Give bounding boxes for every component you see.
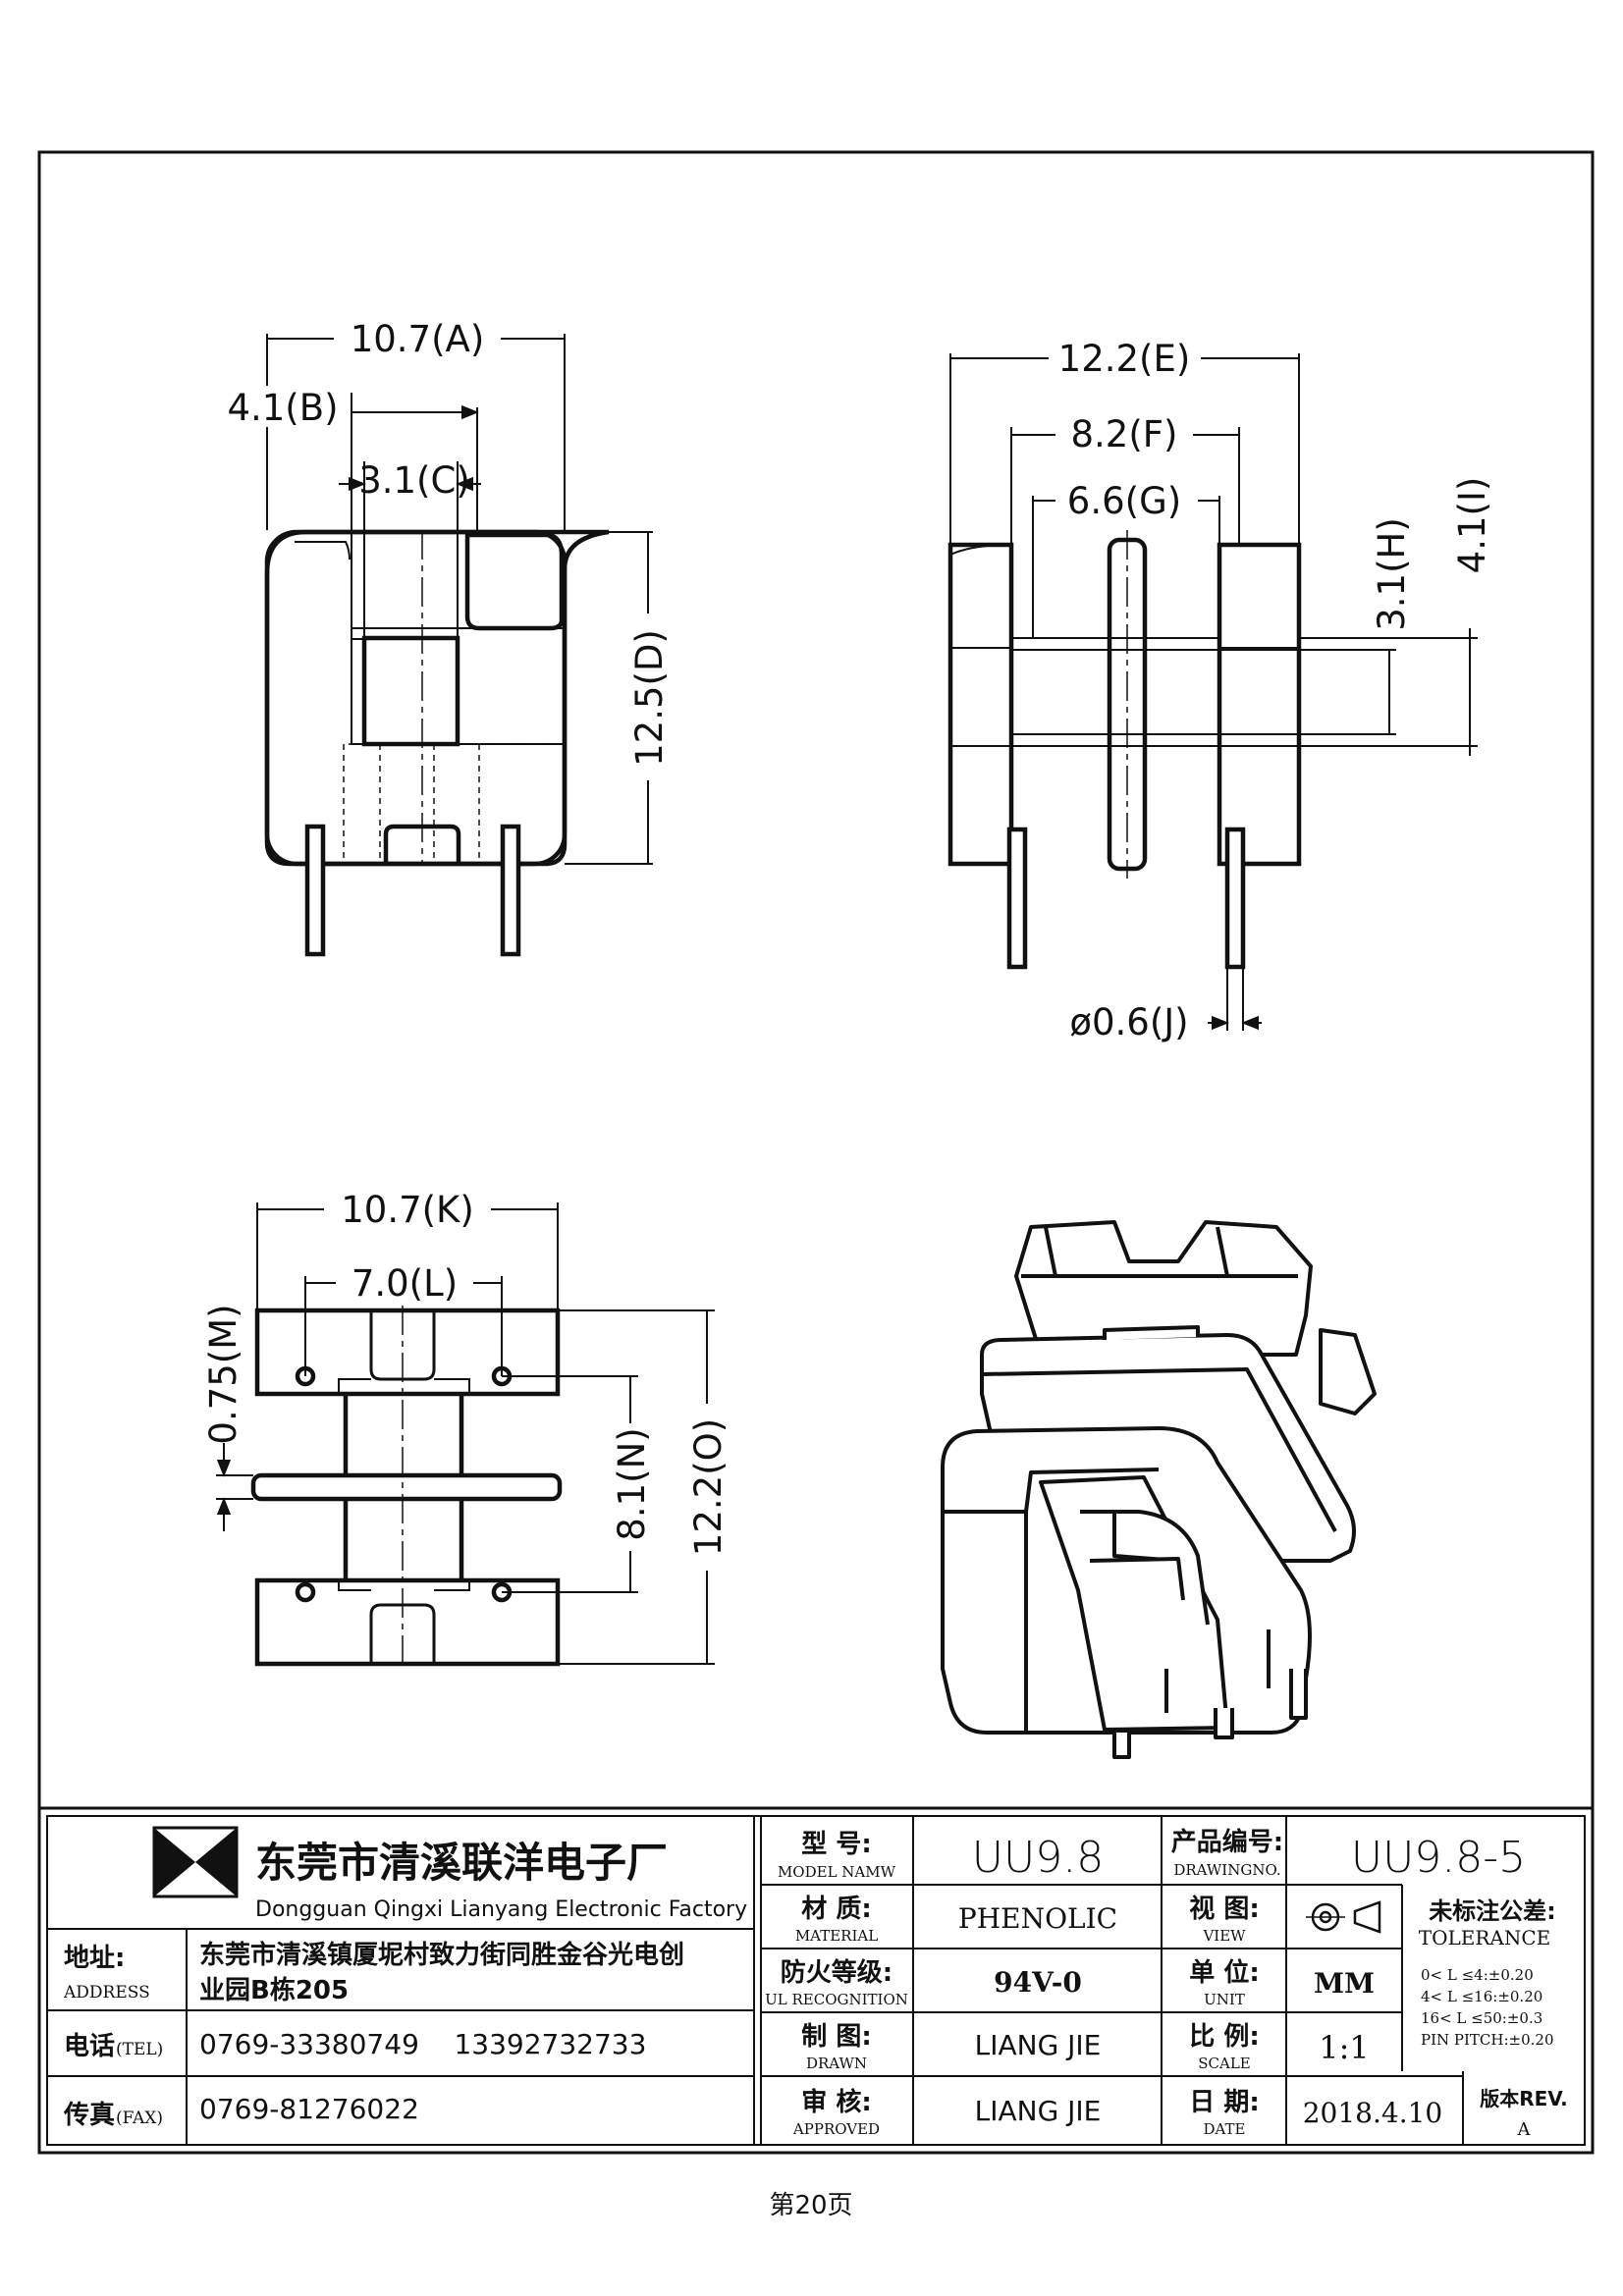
dim-label-j: ø0.6(J) bbox=[1069, 1001, 1188, 1043]
dim-label-o: 12.2(O) bbox=[687, 1418, 730, 1556]
isometric-view bbox=[941, 1220, 1377, 1759]
tolerance-line: 4< L ≤16:±0.20 bbox=[1421, 1988, 1542, 2005]
approved-label-cn: 审 核: bbox=[801, 2087, 871, 2117]
tolerance-line: PIN PITCH:±0.20 bbox=[1421, 2031, 1554, 2049]
unit-value: MM bbox=[1314, 1967, 1375, 2000]
scale-label-en: SCALE bbox=[1198, 2055, 1251, 2072]
drawn-label-en: DRAWN bbox=[806, 2055, 867, 2072]
dim-label-d: 12.5(D) bbox=[628, 629, 671, 767]
front-view: 10.7(A) 4.1(B) 3.1(C) 12.5(D) bbox=[218, 316, 671, 957]
bottom-view: 10.7(K) 7.0(L) 0.75(M) 8.1(N) 12.2(O) bbox=[202, 1188, 730, 1669]
projection-symbol-icon bbox=[1306, 1900, 1381, 1934]
dim-label-c: 3.1(C) bbox=[358, 459, 470, 502]
title-block: 东莞市清溪联洋电子厂 Dongguan Qingxi Lianyang Elec… bbox=[37, 1806, 1595, 2155]
tel-label-cn: 电话 bbox=[64, 2032, 115, 2061]
material-value: PHENOLIC bbox=[958, 1902, 1117, 1935]
tolerance-line: 16< L ≤50:±0.3 bbox=[1421, 2009, 1542, 2027]
drawn-value: LIANG JIE bbox=[975, 2029, 1102, 2061]
company-logo-icon bbox=[152, 1826, 239, 1898]
dim-label-a: 10.7(A) bbox=[351, 318, 485, 360]
drawing-no-value: UU9.8-5 bbox=[1351, 1833, 1526, 1883]
unit-label-en: UNIT bbox=[1204, 1991, 1245, 2008]
company-name-cn: 东莞市清溪联洋电子厂 bbox=[255, 1839, 668, 1887]
address-label-en: ADDRESS bbox=[63, 1983, 150, 2002]
material-label-en: MATERIAL bbox=[795, 1927, 878, 1945]
model-label-en: MODEL NAMW bbox=[778, 1863, 896, 1881]
fax-value: 0769-81276022 bbox=[199, 2093, 419, 2125]
dim-label-l: 7.0(L) bbox=[352, 1262, 458, 1305]
model-value: UU9.8 bbox=[972, 1833, 1104, 1883]
title-block-border bbox=[37, 1806, 1595, 2155]
dim-label-n: 8.1(N) bbox=[611, 1427, 653, 1540]
company-name-en: Dongguan Qingxi Lianyang Electronic Fact… bbox=[255, 1897, 747, 1922]
unit-label-cn: 单 位: bbox=[1189, 1957, 1259, 1988]
address-label-cn: 地址: bbox=[64, 1944, 125, 1973]
side-view: 12.2(E) 8.2(F) 6.6(G) 3.1(H) 4.1(I) ø0.6… bbox=[947, 337, 1493, 1043]
rev-value: A bbox=[1517, 2119, 1532, 2140]
address-line-1: 东莞市清溪镇厦坭村致力街同胜金谷光电创 bbox=[199, 1940, 684, 1970]
dim-label-h: 3.1(H) bbox=[1371, 517, 1413, 631]
date-label-cn: 日 期: bbox=[1189, 2088, 1259, 2117]
date-label-en: DATE bbox=[1204, 2120, 1246, 2138]
dim-label-e: 12.2(E) bbox=[1058, 338, 1191, 380]
front-body-outline bbox=[264, 529, 610, 867]
dim-label-i: 4.1(I) bbox=[1451, 477, 1493, 574]
dim-label-m: 0.75(M) bbox=[202, 1304, 244, 1444]
dim-label-g: 6.6(G) bbox=[1067, 480, 1181, 522]
ul-label-en: UL RECOGNITION bbox=[765, 1991, 908, 2008]
material-label-cn: 材 质: bbox=[801, 1895, 871, 1924]
scale-value: 1:1 bbox=[1319, 2029, 1370, 2066]
date-value: 2018.4.10 bbox=[1303, 2097, 1443, 2129]
tel-label-en: (TEL) bbox=[116, 2040, 163, 2059]
dim-label-b: 4.1(B) bbox=[227, 387, 338, 429]
fax-label-en: (FAX) bbox=[116, 2109, 163, 2128]
dim-label-k: 10.7(K) bbox=[341, 1189, 474, 1231]
ul-label-cn: 防火等级: bbox=[781, 1957, 893, 1988]
rev-label: 版本REV. bbox=[1480, 2087, 1568, 2110]
drawing-no-label-en: DRAWINGNO. bbox=[1173, 1861, 1280, 1879]
drawn-label-cn: 制 图: bbox=[801, 2022, 871, 2052]
scale-label-cn: 比 例: bbox=[1189, 2022, 1259, 2052]
approved-label-en: APPROVED bbox=[792, 2120, 880, 2138]
tolerance-title-en: TOLERANCE bbox=[1419, 1926, 1551, 1949]
tel-value: 0769-33380749 13392732733 bbox=[199, 2028, 646, 2060]
tolerance-title-cn: 未标注公差: bbox=[1429, 1897, 1556, 1925]
dim-label-f: 8.2(F) bbox=[1071, 413, 1178, 455]
fax-label-cn: 传真 bbox=[63, 2101, 115, 2130]
page-number: 第20页 bbox=[769, 2191, 852, 2220]
tolerance-line: 0< L ≤4:±0.20 bbox=[1421, 1966, 1534, 1984]
address-line-2: 业园B栋205 bbox=[199, 1975, 349, 2005]
view-label-cn: 视 图: bbox=[1189, 1895, 1259, 1924]
model-label-cn: 型 号: bbox=[801, 1830, 871, 1859]
approved-value: LIANG JIE bbox=[975, 2095, 1102, 2127]
drawing-no-label-cn: 产品编号: bbox=[1171, 1827, 1283, 1857]
view-label-en: VIEW bbox=[1202, 1927, 1246, 1945]
ul-value: 94V-0 bbox=[994, 1966, 1082, 1999]
